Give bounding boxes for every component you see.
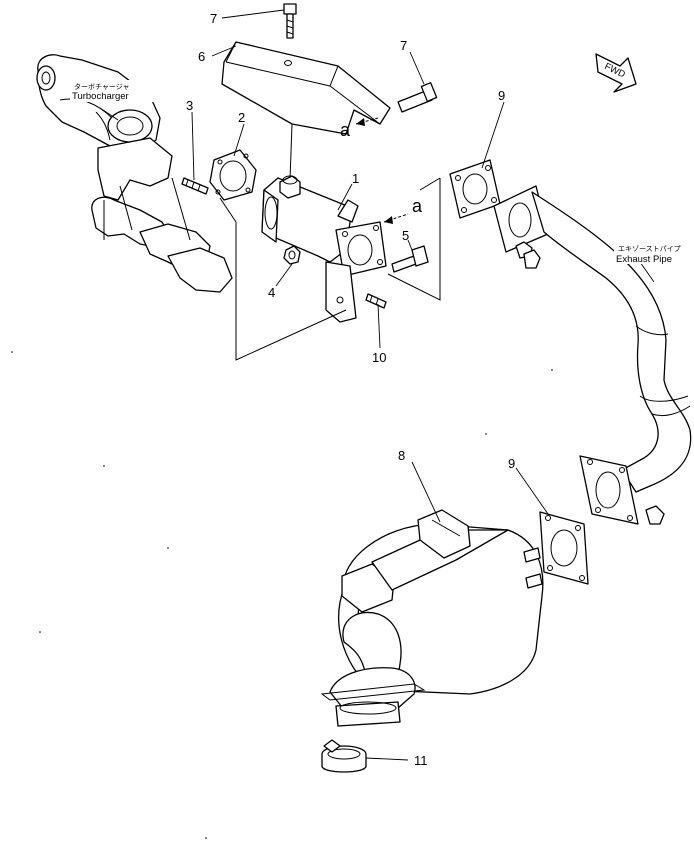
gasket-2-drawing xyxy=(209,149,257,201)
exhaust-pipe-label-jp: エキゾーストパイプ xyxy=(618,245,681,253)
callout-2: 2 xyxy=(238,110,245,125)
turbocharger-drawing xyxy=(36,54,161,151)
turbocharger-label-jp: ターボチャージャ xyxy=(74,82,129,91)
gasket-9-upper-drawing xyxy=(449,159,501,219)
callout-10: 10 xyxy=(372,350,386,365)
callout-9-upper: 9 xyxy=(498,88,505,103)
stud-10-drawing xyxy=(365,293,387,309)
bolt-7-right-drawing xyxy=(397,82,438,113)
reference-arrow-a-right xyxy=(383,213,409,224)
scan-speckles xyxy=(11,351,553,839)
callout-3: 3 xyxy=(186,98,193,113)
clamp-11-drawing xyxy=(321,739,367,773)
connector-pipe-1-drawing xyxy=(261,175,387,323)
exhaust-pipe-label-en: Exhaust Pipe xyxy=(616,254,672,265)
callout-6: 6 xyxy=(198,49,205,64)
assembly-guide-lines xyxy=(219,177,441,361)
callout-7-right: 7 xyxy=(400,38,407,53)
callout-5: 5 xyxy=(402,228,409,243)
bolt-5-drawing xyxy=(391,245,429,273)
exhaust-pipe-drawing xyxy=(493,185,692,525)
bolt-7-top-drawing xyxy=(283,3,297,39)
nut-4-drawing xyxy=(283,245,301,265)
callout-9-lower: 9 xyxy=(508,456,515,471)
callout-11: 11 xyxy=(414,753,428,768)
stud-3-drawing xyxy=(181,177,209,195)
heat-shield-cover-drawing xyxy=(221,41,391,181)
callout-numbers: 7 6 7 3 2 1 5 4 10 9 9 8 11 a a xyxy=(186,11,515,768)
gasket-9-lower-drawing xyxy=(539,511,589,585)
reference-letter-a-right: a xyxy=(412,196,423,216)
leader-lines xyxy=(99,9,655,761)
fwd-direction-badge: FWD xyxy=(595,53,637,93)
part-name-labels: ターボチャージャ Turbocharger エキゾーストパイプ Exhaust … xyxy=(70,80,690,265)
callout-1: 1 xyxy=(352,171,359,186)
callout-8: 8 xyxy=(398,448,405,463)
exhaust-manifold-drawing xyxy=(91,137,233,293)
callout-7-top: 7 xyxy=(210,11,217,26)
muffler-8-drawing xyxy=(320,509,544,727)
turbocharger-label-en: Turbocharger xyxy=(72,91,129,102)
callout-4: 4 xyxy=(268,285,275,300)
reference-letter-a-upper: a xyxy=(340,120,351,140)
reference-arrow-a-upper xyxy=(355,117,379,126)
